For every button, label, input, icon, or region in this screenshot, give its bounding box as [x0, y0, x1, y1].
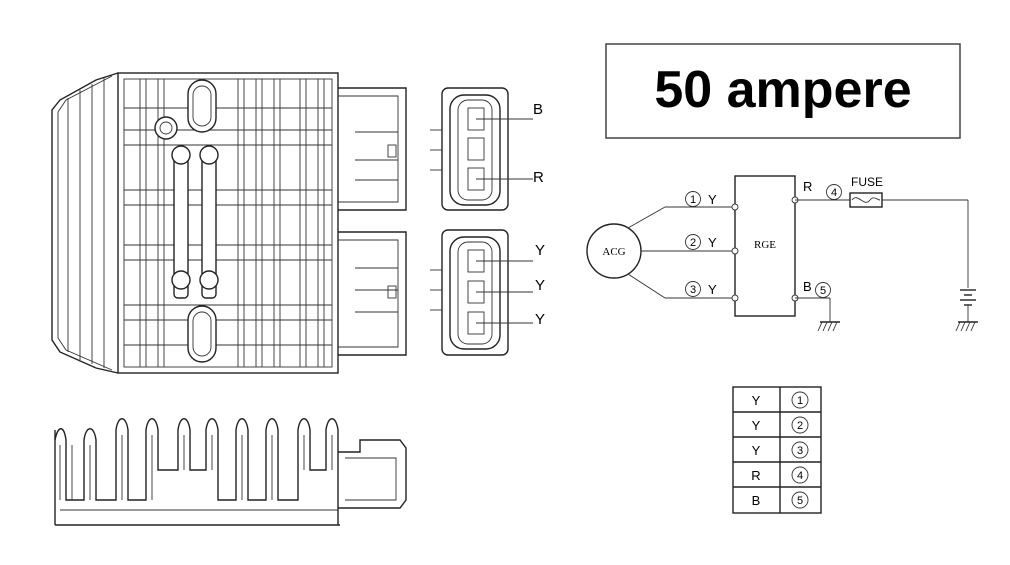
table-row: B 5	[752, 491, 809, 509]
wire-label-y3: Y	[535, 311, 545, 328]
regulator-top-view	[51, 72, 407, 374]
table-cell-color: R	[751, 468, 760, 483]
table-cell-color: Y	[752, 393, 761, 408]
pin-4-circle	[826, 184, 842, 200]
table-cell-num: 3	[797, 445, 803, 457]
wire-label-r: R	[533, 169, 544, 186]
pin-2-label: 2 Y	[685, 234, 717, 250]
pin-5-circle	[815, 282, 831, 298]
wire-label-b: B	[533, 101, 543, 118]
legend-table: Y 1 Y 2 Y 3 R 4 B 5	[732, 386, 822, 514]
table-cell-num: 4	[797, 470, 803, 482]
table-cell-color: Y	[752, 443, 761, 458]
fuse-label: FUSE	[851, 175, 883, 189]
pin-4-num: 4	[831, 187, 837, 199]
table-cell-color: Y	[752, 418, 761, 433]
table-cell-color: B	[752, 493, 761, 508]
wiring-schematic: ACG RGE 1 Y 2 Y 3 Y R	[586, 175, 978, 332]
regulator-label: RGE	[754, 239, 776, 251]
table-cell-num: 5	[797, 495, 803, 507]
table-row: Y 1	[752, 391, 809, 409]
pin-r-color: R	[803, 179, 812, 194]
svg-text:2: 2	[690, 237, 696, 249]
ground-symbol-regulator	[817, 321, 840, 332]
battery-symbol	[960, 289, 976, 322]
table-row: R 4	[751, 466, 809, 484]
wire-label-y1: Y	[535, 242, 545, 259]
table-row: Y 3	[752, 441, 809, 459]
svg-text:Y: Y	[708, 192, 717, 207]
table-row: Y 2	[752, 416, 809, 434]
pin-5-num: 5	[820, 285, 826, 297]
fuse-symbol	[849, 192, 883, 208]
pin-3-label: 3 Y	[685, 281, 717, 297]
pin-b-color: B	[803, 279, 812, 294]
regulator-box	[734, 175, 796, 317]
generator-label: ACG	[602, 246, 625, 258]
svg-text:Y: Y	[708, 282, 717, 297]
table-cell-num: 1	[797, 395, 803, 407]
table-cell-num: 2	[797, 420, 803, 432]
connector-top-end-view: B R	[430, 87, 544, 211]
regulator-side-view	[54, 418, 407, 526]
title-box: 50 ampere	[605, 43, 961, 139]
title-text: 50 ampere	[654, 61, 911, 119]
ground-symbol-battery	[955, 321, 978, 332]
wire-label-y2: Y	[535, 277, 545, 294]
pin-1-label: 1 Y	[685, 191, 717, 207]
svg-text:3: 3	[690, 284, 696, 296]
svg-text:Y: Y	[708, 235, 717, 250]
svg-text:1: 1	[690, 194, 696, 206]
connector-bottom-end-view: Y Y Y	[430, 229, 545, 356]
